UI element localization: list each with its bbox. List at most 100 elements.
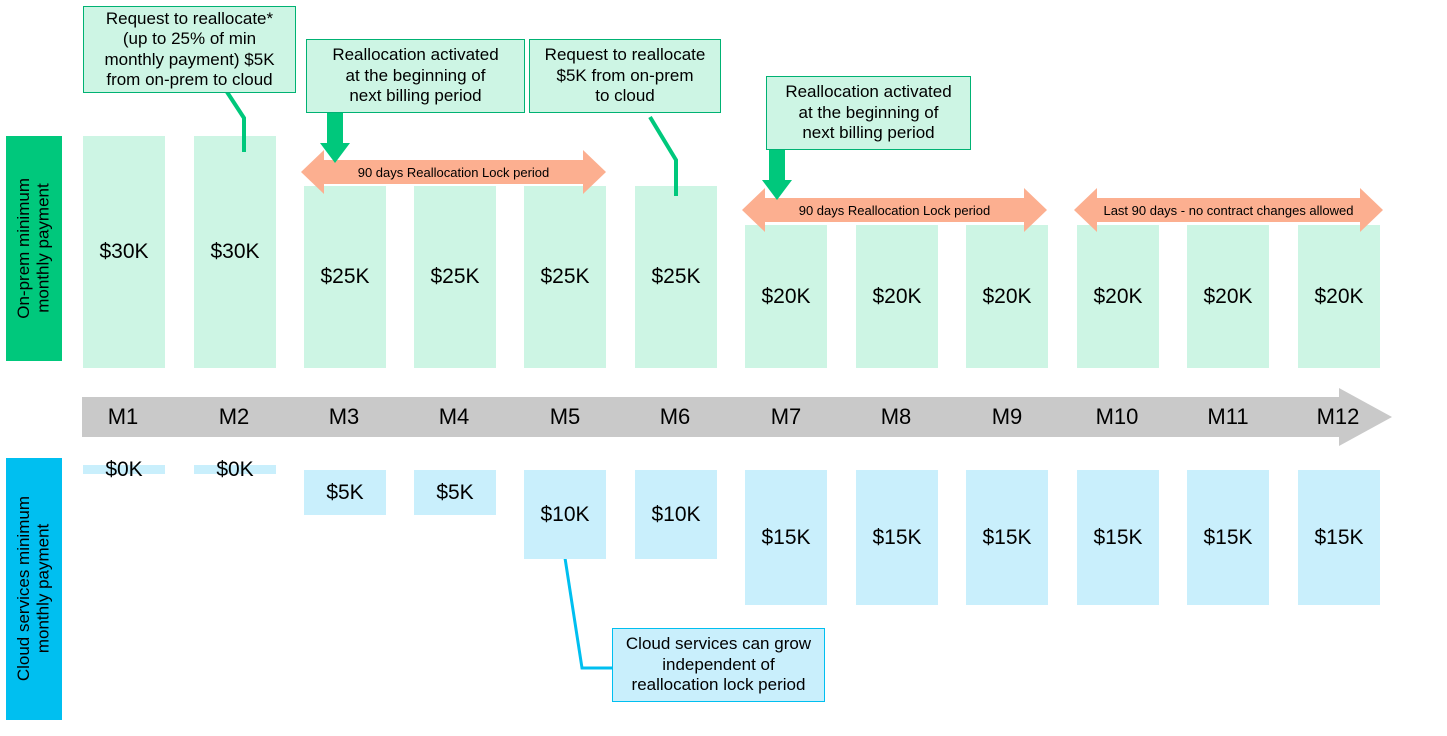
month-label-m9: M9 bbox=[991, 404, 1023, 429]
month-label-m12: M12 bbox=[1316, 404, 1360, 429]
bar-value: $20K bbox=[1314, 284, 1364, 308]
onprem-bar-m8: $20K bbox=[856, 225, 938, 368]
bar-value: $5K bbox=[436, 480, 474, 504]
month-label-m10: M10 bbox=[1095, 404, 1139, 429]
bar-value: $30K bbox=[99, 240, 149, 263]
cloud-bar-m9: $15K bbox=[966, 470, 1048, 605]
bar-value: $0K bbox=[216, 457, 254, 481]
bar-value: $10K bbox=[540, 502, 590, 526]
callout-text: Cloud services can grow independent of r… bbox=[625, 634, 812, 695]
bar-value: $15K bbox=[1093, 525, 1143, 549]
month-label-m8: M8 bbox=[880, 404, 912, 429]
bar-value: $15K bbox=[761, 525, 811, 549]
connector-line-cloudgrow bbox=[563, 557, 612, 670]
onprem-bar-m5: $25K bbox=[524, 186, 606, 368]
onprem-bar-m4: $25K bbox=[414, 186, 496, 368]
cloud-bar-m5: $10K bbox=[524, 470, 606, 559]
onprem-bar-m3: $25K bbox=[304, 186, 386, 368]
bar-value: $0K bbox=[105, 457, 143, 481]
onprem-bar-m12: $20K bbox=[1298, 225, 1380, 368]
bar-value: $20K bbox=[982, 284, 1032, 308]
arrow-shaft bbox=[1096, 198, 1361, 222]
arrow-head-icon bbox=[320, 143, 350, 163]
cloud-bar-m8: $15K bbox=[856, 470, 938, 605]
cloud-bar-m10: $15K bbox=[1077, 470, 1159, 605]
month-label-m11: M11 bbox=[1207, 404, 1249, 429]
bar-value: $25K bbox=[430, 265, 480, 288]
month-label-m4: M4 bbox=[438, 404, 470, 429]
bar-value: $25K bbox=[540, 265, 590, 288]
cloud-bar-m12: $15K bbox=[1298, 470, 1380, 605]
callout-text: Request to reallocate* (up to 25% of min… bbox=[104, 8, 275, 89]
arrow-left-tip-icon bbox=[301, 150, 324, 194]
arrow-shaft bbox=[764, 198, 1025, 222]
timeline-axis: M1 M2 M3 M4 M5 M6 M7 M8 M9 M10 M11 M12 bbox=[82, 388, 1392, 446]
bar-value: $30K bbox=[210, 240, 260, 263]
onprem-bar-m7: $20K bbox=[745, 225, 827, 368]
period-arrow-label: 90 days Reallocation Lock period bbox=[357, 164, 550, 180]
onprem-bar-m11: $20K bbox=[1187, 225, 1269, 368]
period-arrow-last90: Last 90 days - no contract changes allow… bbox=[1074, 188, 1383, 232]
cloud-bar-m11: $15K bbox=[1187, 470, 1269, 605]
arrow-shaft bbox=[769, 150, 785, 182]
bar-value: $20K bbox=[761, 284, 811, 308]
month-label-m7: M7 bbox=[770, 404, 802, 429]
callout-request-reallocate-1: Request to reallocate* (up to 25% of min… bbox=[83, 6, 296, 93]
bar-value: $20K bbox=[872, 284, 922, 308]
down-arrow-activation-1 bbox=[320, 113, 350, 163]
arrow-left-tip-icon bbox=[1074, 188, 1097, 232]
month-label-m2: M2 bbox=[218, 404, 250, 429]
sideband-cloud: Cloud services minimum monthly payment bbox=[6, 458, 62, 720]
month-label-m6: M6 bbox=[659, 404, 691, 429]
down-arrow-activation-2 bbox=[762, 150, 792, 200]
bar-value: $5K bbox=[326, 480, 364, 504]
period-arrow-lock-2: 90 days Reallocation Lock period bbox=[742, 188, 1047, 232]
bar-value: $10K bbox=[651, 502, 701, 526]
callout-text: Reallocation activated at the beginning … bbox=[332, 45, 499, 106]
arrow-shaft bbox=[327, 113, 343, 145]
sideband-onprem: On-prem minimum monthly payment bbox=[6, 136, 62, 361]
month-label-m3: M3 bbox=[328, 404, 360, 429]
cloud-bar-m1: $0K bbox=[83, 458, 165, 481]
onprem-bar-m6: $25K bbox=[635, 186, 717, 368]
arrow-right-tip-icon bbox=[1360, 188, 1383, 232]
arrow-shaft bbox=[323, 160, 584, 184]
onprem-bar-m10: $20K bbox=[1077, 225, 1159, 368]
arrow-right-tip-icon bbox=[1024, 188, 1047, 232]
arrow-left-tip-icon bbox=[742, 188, 765, 232]
onprem-bar-m2: $30K bbox=[194, 136, 276, 368]
timeline-arrow-head-icon bbox=[1339, 388, 1392, 446]
bar-value: $15K bbox=[1203, 525, 1253, 549]
bar-value: $15K bbox=[982, 525, 1032, 549]
cloud-bar-m3: $5K bbox=[304, 470, 386, 515]
period-arrow-label: Last 90 days - no contract changes allow… bbox=[1103, 202, 1354, 218]
cloud-bar-m6: $10K bbox=[635, 470, 717, 559]
arrow-right-tip-icon bbox=[583, 150, 606, 194]
callout-reallocation-activated-1: Reallocation activated at the beginning … bbox=[306, 39, 525, 113]
bar-value: $25K bbox=[320, 265, 370, 288]
timeline-bar bbox=[82, 397, 1339, 437]
bar-value: $15K bbox=[1314, 525, 1364, 549]
onprem-bar-m1: $30K bbox=[83, 136, 165, 368]
sideband-onprem-label: On-prem minimum monthly payment bbox=[14, 178, 53, 319]
month-label-m1: M1 bbox=[107, 404, 139, 429]
month-label-m5: M5 bbox=[549, 404, 581, 429]
arrow-head-icon bbox=[762, 180, 792, 200]
bar-value: $25K bbox=[651, 265, 701, 288]
callout-text: Reallocation activated at the beginning … bbox=[785, 82, 952, 143]
cloud-bar-m4: $5K bbox=[414, 470, 496, 515]
bar-value: $20K bbox=[1093, 284, 1143, 308]
bar-value: $15K bbox=[872, 525, 922, 549]
period-arrow-lock-1: 90 days Reallocation Lock period bbox=[301, 150, 606, 194]
onprem-bar-m9: $20K bbox=[966, 225, 1048, 368]
cloud-bar-m7: $15K bbox=[745, 470, 827, 605]
callout-cloud-grow: Cloud services can grow independent of r… bbox=[612, 628, 825, 702]
callout-reallocation-activated-2: Reallocation activated at the beginning … bbox=[766, 76, 971, 150]
sideband-cloud-label: Cloud services minimum monthly payment bbox=[14, 496, 53, 682]
callout-request-reallocate-2: Request to reallocate $5K from on-prem t… bbox=[529, 39, 721, 113]
callout-text: Request to reallocate $5K from on-prem t… bbox=[544, 45, 706, 106]
bar-value: $20K bbox=[1203, 284, 1253, 308]
connector-line-request2 bbox=[648, 115, 678, 196]
